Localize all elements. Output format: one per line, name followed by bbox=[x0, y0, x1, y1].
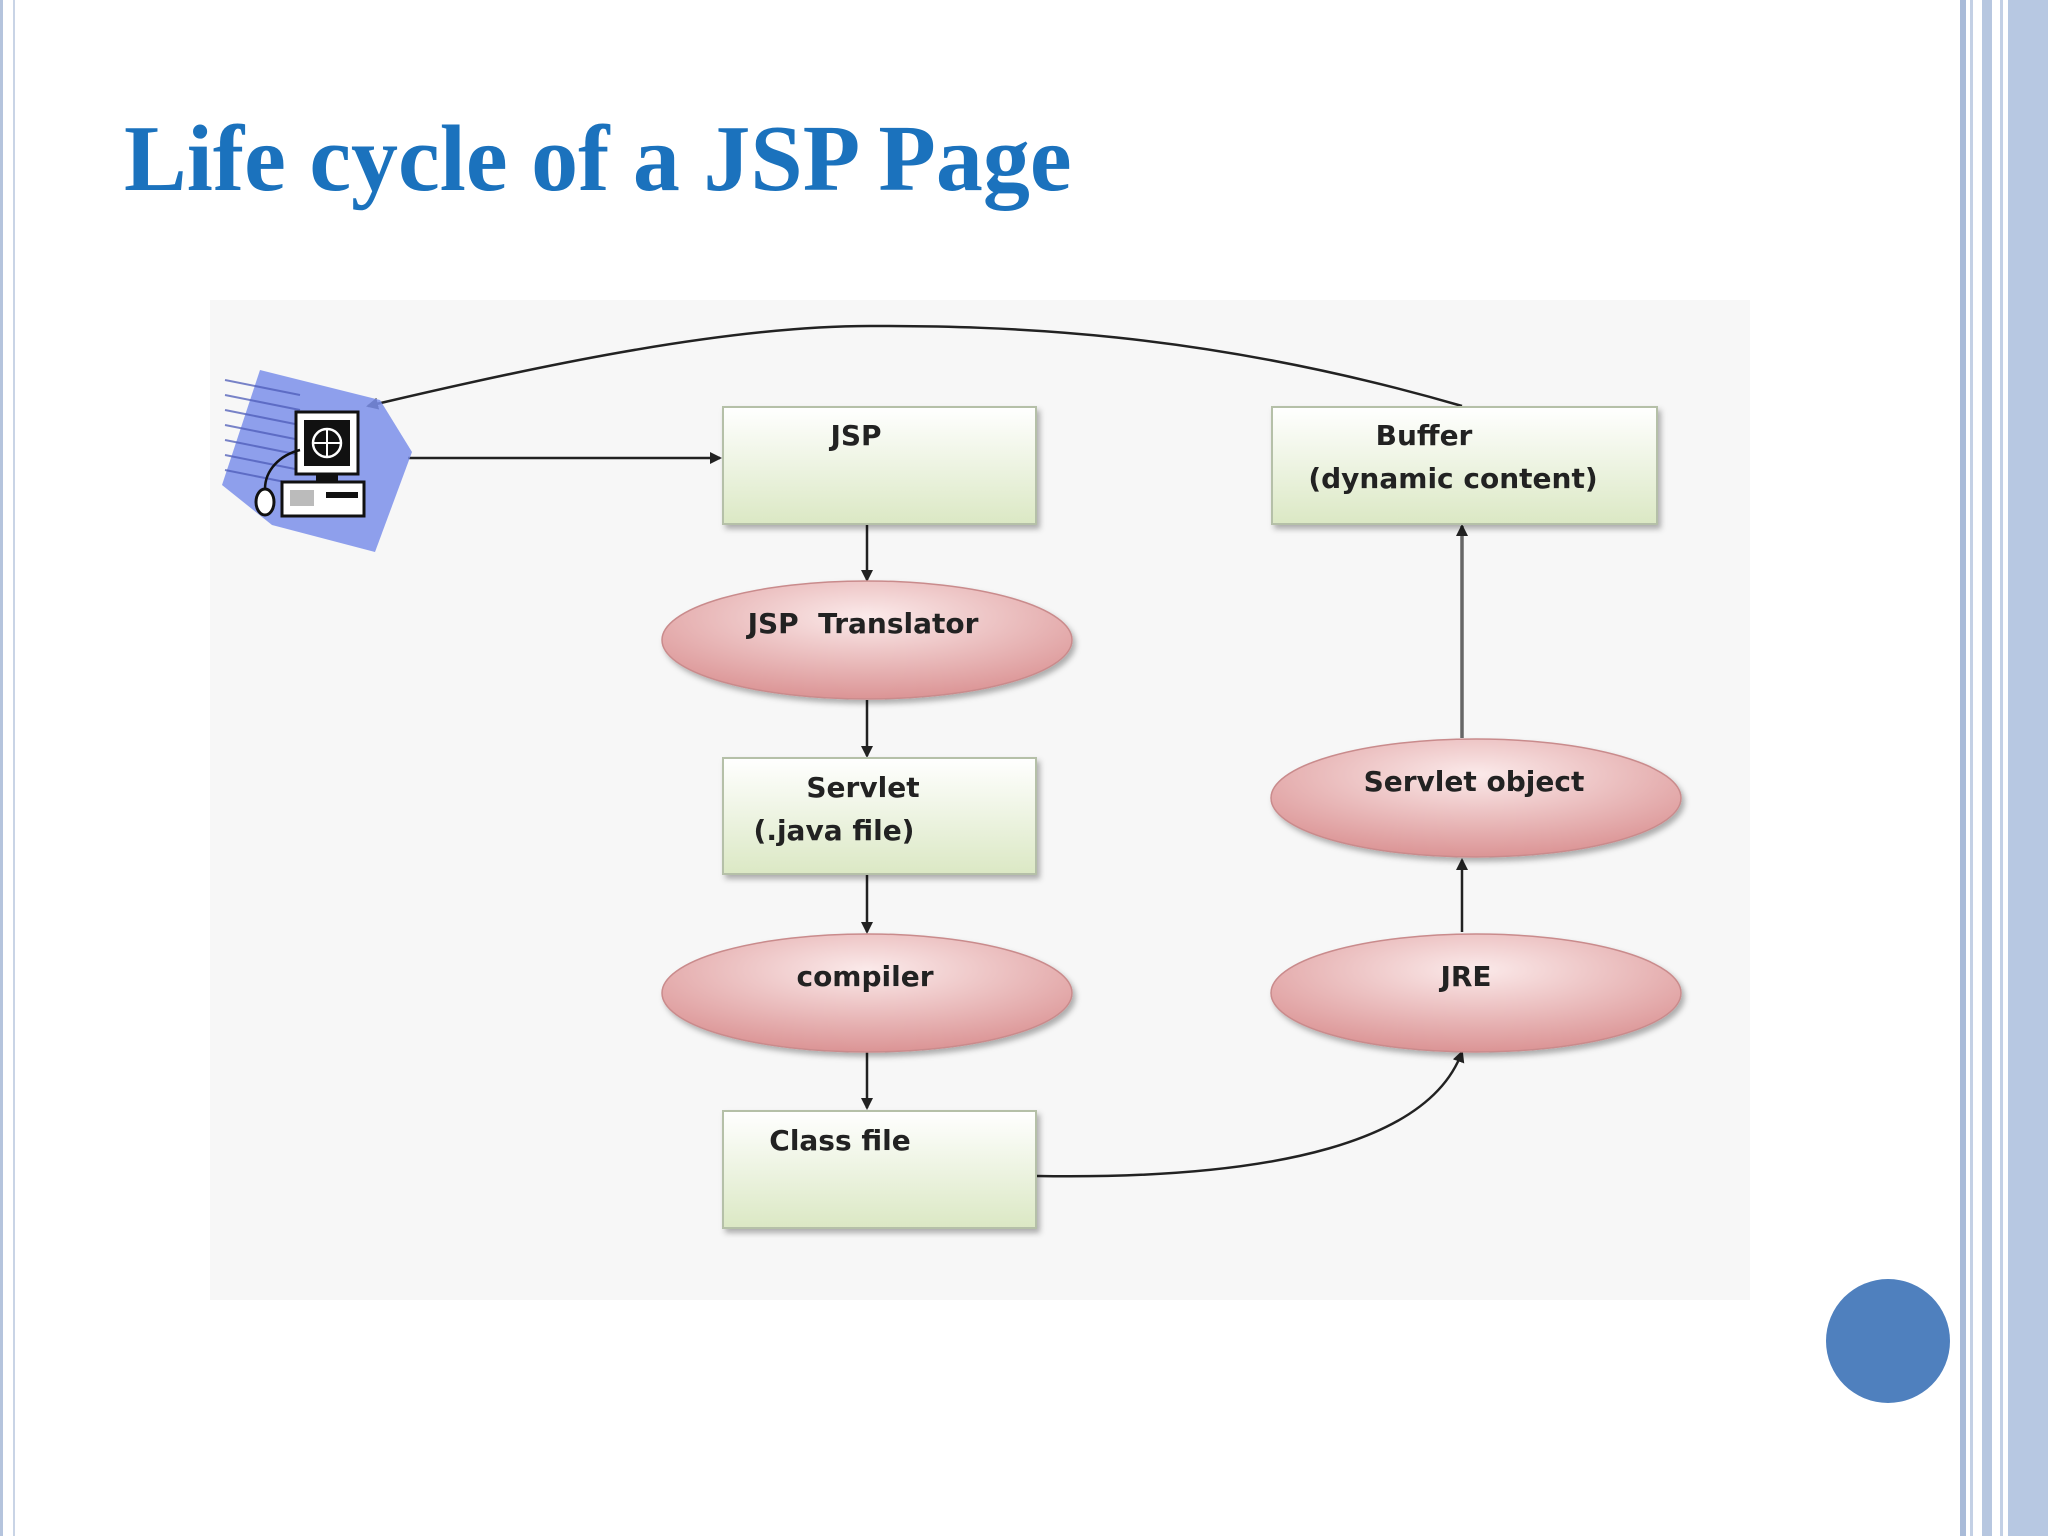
edge-classfile-to-jre bbox=[1036, 1050, 1465, 1178]
computer-client-icon bbox=[222, 370, 412, 552]
decorative-circle bbox=[1826, 1279, 1950, 1403]
buffer-node-sublabel: (dynamic content) bbox=[1308, 462, 1597, 495]
class-file-node: Class file bbox=[722, 1110, 1037, 1229]
buffer-node: Buffer (dynamic content) bbox=[1271, 406, 1658, 525]
compiler-node: compiler bbox=[661, 933, 1073, 1053]
right-border-decoration bbox=[1960, 0, 2048, 1536]
jsp-node: JSP bbox=[722, 406, 1037, 525]
servlet-node-label: Servlet bbox=[806, 771, 919, 804]
jsp-translator-node: JSP Translator bbox=[661, 580, 1073, 700]
buffer-node-label: Buffer bbox=[1376, 419, 1473, 452]
servlet-object-node-label: Servlet object bbox=[1364, 765, 1585, 798]
left-border-line bbox=[0, 0, 3, 1536]
class-file-node-label: Class file bbox=[769, 1124, 910, 1157]
compiler-node-label: compiler bbox=[796, 960, 933, 993]
left-border-line-inner bbox=[13, 0, 15, 1536]
jsp-node-label: JSP bbox=[828, 419, 881, 452]
edge-buffer-to-client bbox=[366, 324, 1463, 410]
jre-node: JRE bbox=[1270, 933, 1682, 1053]
jre-node-label: JRE bbox=[1438, 960, 1491, 993]
servlet-node: Servlet (.java file) bbox=[722, 757, 1037, 875]
slide-title: Life cycle of a JSP Page bbox=[124, 107, 1072, 211]
servlet-object-node: Servlet object bbox=[1270, 738, 1682, 858]
servlet-node-sublabel: (.java file) bbox=[754, 814, 915, 847]
edges bbox=[366, 324, 1468, 1178]
jsp-translator-node-label: JSP Translator bbox=[746, 607, 979, 640]
